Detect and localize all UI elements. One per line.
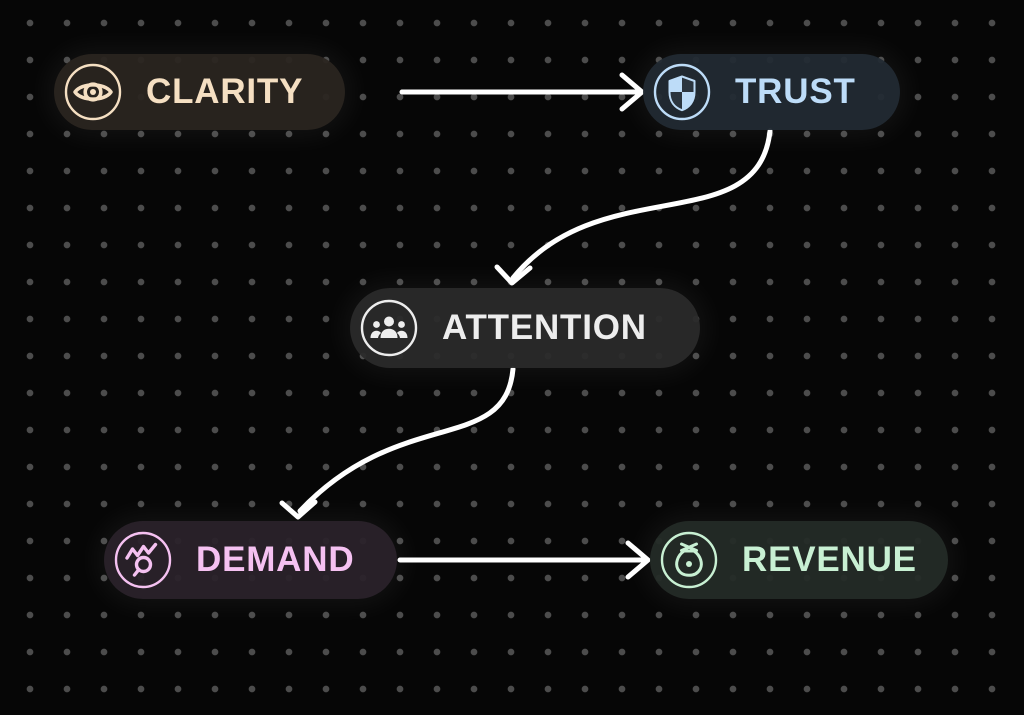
node-revenue-label: REVENUE xyxy=(742,540,917,579)
edge-clarity-to-trust xyxy=(399,72,645,112)
node-revenue[interactable]: REVENUE xyxy=(650,521,948,599)
edge-demand-to-revenue xyxy=(397,540,651,580)
users-group-icon xyxy=(360,299,418,357)
money-bag-icon xyxy=(660,531,718,589)
shield-icon xyxy=(653,63,711,121)
node-demand-label: DEMAND xyxy=(196,540,355,579)
node-attention-label: ATTENTION xyxy=(442,308,647,347)
node-trust-label: TRUST xyxy=(735,72,856,111)
node-attention[interactable]: ATTENTION xyxy=(350,288,700,368)
edge-attention-to-demand xyxy=(279,366,516,520)
eye-icon xyxy=(64,63,122,121)
node-trust[interactable]: TRUST xyxy=(643,54,900,130)
node-clarity[interactable]: CLARITY xyxy=(54,54,345,130)
node-demand[interactable]: DEMAND xyxy=(104,521,397,599)
node-clarity-label: CLARITY xyxy=(146,72,304,111)
edge-trust-to-attention xyxy=(494,128,773,286)
chart-search-icon xyxy=(114,531,172,589)
